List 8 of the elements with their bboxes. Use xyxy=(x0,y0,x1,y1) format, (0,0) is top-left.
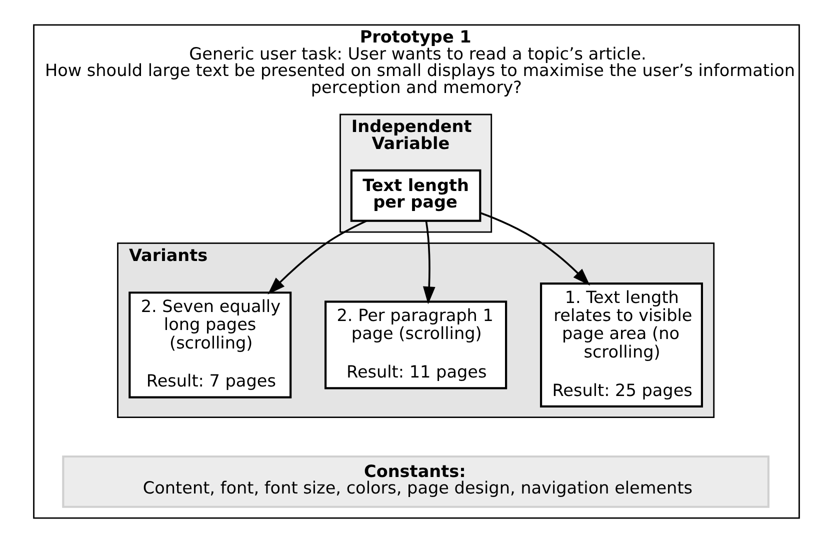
node-box: Text length per page xyxy=(350,169,481,222)
arrow xyxy=(267,220,366,294)
arrow xyxy=(479,212,590,286)
node-box: 2. Seven equally long pages (scrolling) Result: 7 pages xyxy=(128,292,292,398)
node-box: 2. Per paragraph 1 page (scrolling) Result: 11 pages xyxy=(324,300,507,390)
node-box: Constants: Content, font, font size, colors, page design, navigation elements xyxy=(62,455,769,508)
arrow xyxy=(422,221,435,304)
node-box: 1. Text length relates to visible page area (no scrolling) Result: 25 pages xyxy=(540,282,702,408)
